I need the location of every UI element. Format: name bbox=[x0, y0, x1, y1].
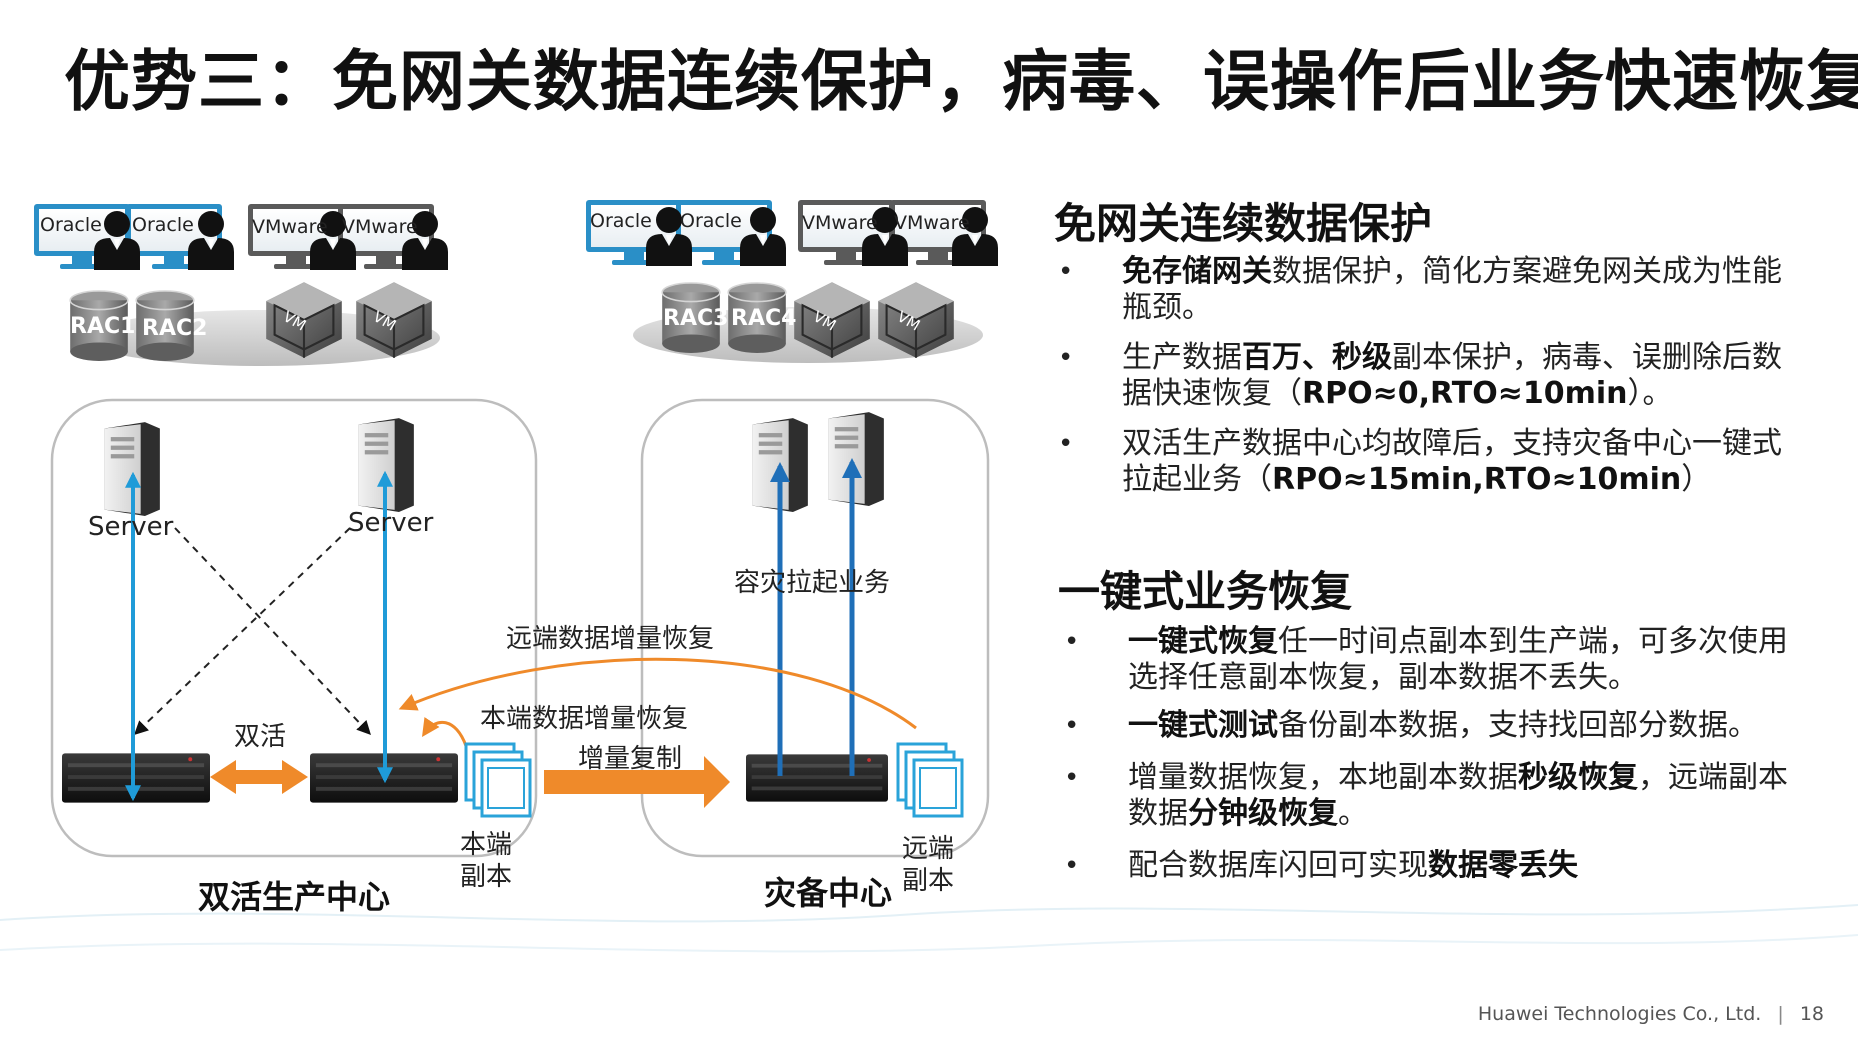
db-label: RAC1 bbox=[70, 314, 136, 339]
local-copy-icon bbox=[464, 742, 532, 818]
bullet-span: 增量数据恢复，本地副本数据 bbox=[1128, 760, 1518, 795]
bullet-bold: 秒级恢复 bbox=[1518, 760, 1638, 795]
storage-array-icon bbox=[62, 753, 210, 803]
bullet-bold: 分钟级恢复 bbox=[1188, 796, 1338, 831]
db-label: RAC3 bbox=[663, 306, 729, 331]
server-label: Server bbox=[88, 512, 174, 542]
bullet-item: • 生产数据百万、秒级副本保护，病毒、误删除后数据快速恢复（RPO≈0,RTO≈… bbox=[1058, 340, 1788, 414]
remote-copy-label-1: 远端 bbox=[902, 834, 955, 864]
bullet-bold: 一键式恢复 bbox=[1128, 624, 1278, 659]
bullet-item: • 免存储网关数据保护，简化方案避免网关成为性能瓶颈。 bbox=[1058, 254, 1788, 328]
bullet-item: • 一键式恢复任一时间点副本到生产端，可多次使用选择任意副本恢复，副本数据不丢失… bbox=[1064, 624, 1794, 698]
production-center-label: 双活生产中心 bbox=[198, 878, 391, 916]
footer: Huawei Technologies Co., Ltd. | 18 bbox=[1478, 1003, 1824, 1025]
bullet-bold: 一键式测试 bbox=[1128, 708, 1278, 743]
monitor-label: VMware bbox=[252, 216, 328, 238]
bullet-span: 双活生产数据中心均故障后，支持灾备中心一键式拉起业务（ bbox=[1122, 426, 1782, 497]
server-label: Server bbox=[348, 508, 434, 538]
monitor-label: VMware bbox=[894, 212, 970, 234]
bullet-span: 副本保护，病毒、误删除后数据快速恢复（ bbox=[1122, 340, 1782, 411]
bullet-span: ） bbox=[1681, 462, 1712, 497]
bullet-bold: 免存储网关 bbox=[1122, 254, 1272, 289]
bullet-text: 增量数据恢复，本地副本数据秒级恢复，远端副本数据分钟级恢复。 bbox=[1128, 760, 1788, 832]
page-title: 优势三：免网关数据连续保护，病毒、误操作后业务快速恢复 bbox=[64, 43, 1858, 120]
remote-copy-icon bbox=[896, 742, 964, 818]
bullet-dot: • bbox=[1064, 627, 1080, 657]
bullet-text: 生产数据百万、秒级副本保护，病毒、误删除后数据快速恢复（RPO≈0,RTO≈10… bbox=[1122, 340, 1782, 412]
active-active-label: 双活 bbox=[234, 722, 287, 752]
bullet-text: 配合数据库闪回可实现数据零丢失 bbox=[1128, 848, 1788, 884]
db-label: RAC4 bbox=[731, 306, 797, 331]
bullet-item: • 一键式测试备份副本数据，支持找回部分数据。 bbox=[1064, 708, 1794, 748]
page-number: 18 bbox=[1799, 1003, 1824, 1025]
footer-company: Huawei Technologies Co., Ltd. bbox=[1477, 1003, 1762, 1025]
local-copy-label-2: 副本 bbox=[460, 862, 513, 892]
bullet-span: 数据保护，简化方案避免网关成为性能瓶颈。 bbox=[1122, 254, 1782, 325]
monitor-label: Oracle bbox=[590, 210, 652, 232]
bullet-item: • 双活生产数据中心均故障后，支持灾备中心一键式拉起业务（RPO≈15min,R… bbox=[1058, 426, 1788, 500]
bullet-dot: • bbox=[1058, 343, 1074, 373]
bullet-span: 备份副本数据，支持找回部分数据。 bbox=[1278, 708, 1758, 743]
bullet-text: 一键式恢复任一时间点副本到生产端，可多次使用选择任意副本恢复，副本数据不丢失。 bbox=[1128, 624, 1788, 696]
local-copy-label-1: 本端 bbox=[460, 830, 513, 860]
bullet-item: • 配合数据库闪回可实现数据零丢失 bbox=[1064, 848, 1794, 888]
bullet-dot: • bbox=[1058, 257, 1074, 287]
bullet-span: ）。 bbox=[1627, 376, 1673, 411]
monitor-label: Oracle bbox=[40, 214, 102, 236]
replication-arrow bbox=[544, 756, 730, 808]
monitor-label: VMware bbox=[802, 212, 878, 234]
monitor-label: Oracle bbox=[132, 214, 194, 236]
storage-array-icon bbox=[746, 754, 888, 802]
server-icon bbox=[828, 412, 884, 506]
monitor-label: Oracle bbox=[680, 210, 742, 232]
bullet-bold: 数据零丢失 bbox=[1428, 848, 1578, 883]
bullet-text: 双活生产数据中心均故障后，支持灾备中心一键式拉起业务（RPO≈15min,RTO… bbox=[1122, 426, 1782, 498]
section1-heading: 免网关连续数据保护 bbox=[1054, 199, 1433, 248]
bullet-span: 生产数据 bbox=[1122, 340, 1242, 375]
remote-copy-label-2: 副本 bbox=[902, 866, 955, 896]
bullet-bold: RPO≈0,RTO≈10min bbox=[1302, 376, 1628, 411]
local-restore-label: 本端数据增量恢复 bbox=[480, 704, 689, 734]
remote-restore-label: 远端数据增量恢复 bbox=[506, 624, 715, 654]
bullet-span: 。 bbox=[1338, 796, 1368, 831]
monitor-label: VMware bbox=[342, 216, 418, 238]
db-label: RAC2 bbox=[142, 316, 208, 341]
bullet-bold: RPO≈15min,RTO≈10min bbox=[1272, 462, 1682, 497]
bullet-span: ，远端副本数据 bbox=[1128, 760, 1788, 831]
bullet-item: • 增量数据恢复，本地副本数据秒级恢复，远端副本数据分钟级恢复。 bbox=[1064, 760, 1794, 834]
active-active-arrow bbox=[210, 760, 308, 794]
bullet-text: 一键式测试备份副本数据，支持找回部分数据。 bbox=[1128, 708, 1788, 744]
bullet-bold: 百万、秒级 bbox=[1242, 340, 1392, 375]
local-restore-curve bbox=[422, 717, 468, 747]
remote-restore-curve bbox=[398, 657, 917, 730]
dashed-link bbox=[174, 527, 371, 736]
dr-center-label: 灾备中心 bbox=[764, 874, 893, 912]
production-site-box bbox=[50, 398, 538, 858]
bullet-dot: • bbox=[1058, 429, 1074, 459]
dr-startup-label: 容灾拉起业务 bbox=[734, 568, 891, 598]
dashed-link bbox=[133, 527, 351, 735]
section2-heading: 一键式业务恢复 bbox=[1058, 567, 1353, 616]
bullet-dot: • bbox=[1064, 851, 1080, 881]
bullet-span: 任一时间点副本到生产端，可多次使用选择任意副本恢复，副本数据不丢失。 bbox=[1128, 624, 1788, 695]
dr-site-box bbox=[640, 398, 990, 858]
bullet-text: 免存储网关数据保护，简化方案避免网关成为性能瓶颈。 bbox=[1122, 254, 1782, 326]
footer-divider: | bbox=[1777, 1003, 1784, 1025]
bullet-dot: • bbox=[1064, 763, 1080, 793]
bullet-span: 配合数据库闪回可实现 bbox=[1128, 848, 1428, 883]
bullet-dot: • bbox=[1064, 711, 1080, 741]
replication-label: 增量复制 bbox=[578, 744, 683, 774]
